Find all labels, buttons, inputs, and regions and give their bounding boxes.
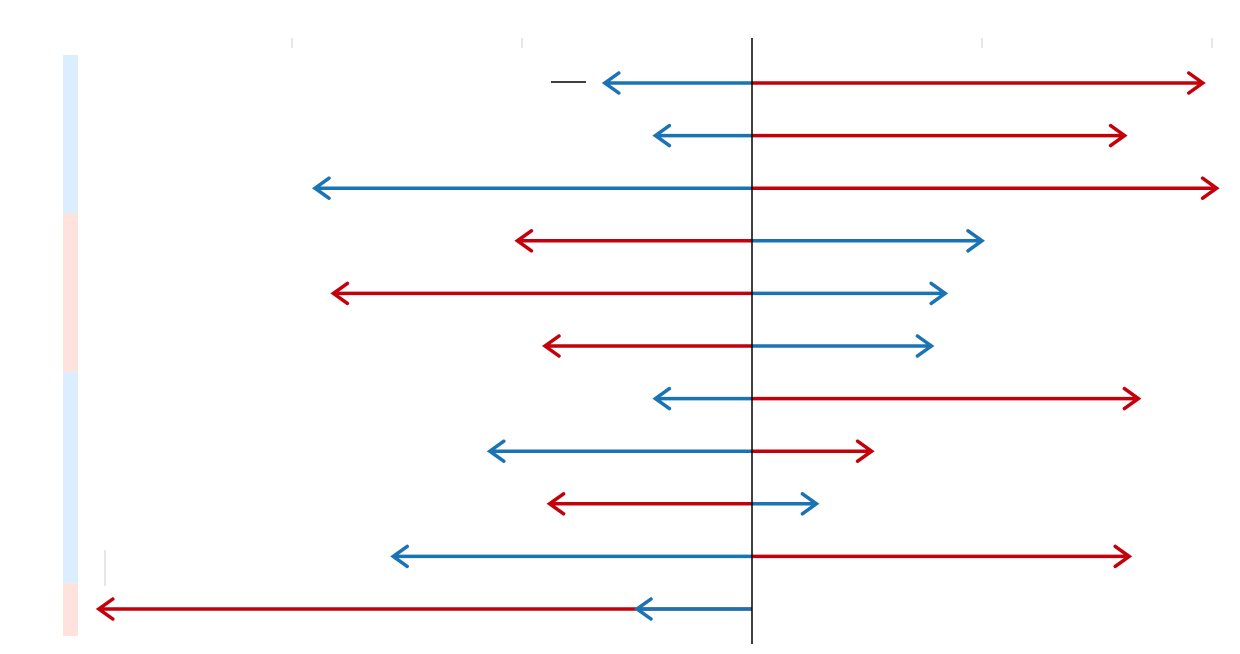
group-bands	[63, 55, 78, 636]
arrow-head-left-7	[486, 439, 506, 463]
arrow-head-left-1	[652, 123, 672, 148]
arrow-row-3	[514, 229, 986, 253]
arrow-row-7	[486, 439, 875, 463]
group-band-3	[63, 583, 78, 636]
arrow-row-8	[546, 492, 820, 516]
arrow-row-9	[390, 544, 1133, 569]
arrow-row-1	[652, 123, 1128, 148]
arrow-head-left-2	[311, 176, 331, 200]
arrow-head-left-0	[601, 71, 621, 95]
arrow-series	[95, 71, 1220, 621]
arrow-head-right-7	[855, 439, 875, 463]
x-axis-ticks	[291, 38, 1213, 48]
arrow-row-6	[652, 386, 1142, 411]
arrow-head-left-5	[541, 334, 561, 358]
arrow-head-right-3	[966, 229, 986, 253]
arrow-head-left-4	[330, 281, 350, 306]
arrow-head-left-10	[95, 597, 115, 621]
arrow-row-0	[601, 71, 1206, 95]
arrow-head-left-8	[546, 492, 566, 516]
arrow-head-right-6	[1122, 386, 1142, 411]
arrow-row-5	[541, 334, 935, 358]
arrow-head-right-8	[800, 492, 820, 516]
arrow-head-right-1	[1108, 123, 1128, 148]
group-band-0	[63, 55, 78, 214]
arrow-row-10	[95, 597, 752, 621]
arrow-head-right-0	[1187, 71, 1206, 95]
arrow-head-right-2	[1200, 176, 1220, 200]
arrow-head-left-3	[514, 229, 534, 253]
arrow-head-right-10	[633, 597, 653, 621]
arrow-row-2	[311, 176, 1220, 200]
arrow-head-right-9	[1113, 544, 1133, 569]
arrow-head-left-9	[390, 544, 409, 569]
arrow-head-left-6	[652, 386, 672, 411]
group-band-1	[63, 213, 78, 372]
arrow-head-right-5	[915, 334, 935, 358]
arrow-row-4	[330, 281, 949, 306]
arrow-head-right-4	[929, 281, 949, 306]
group-band-2	[63, 371, 78, 584]
